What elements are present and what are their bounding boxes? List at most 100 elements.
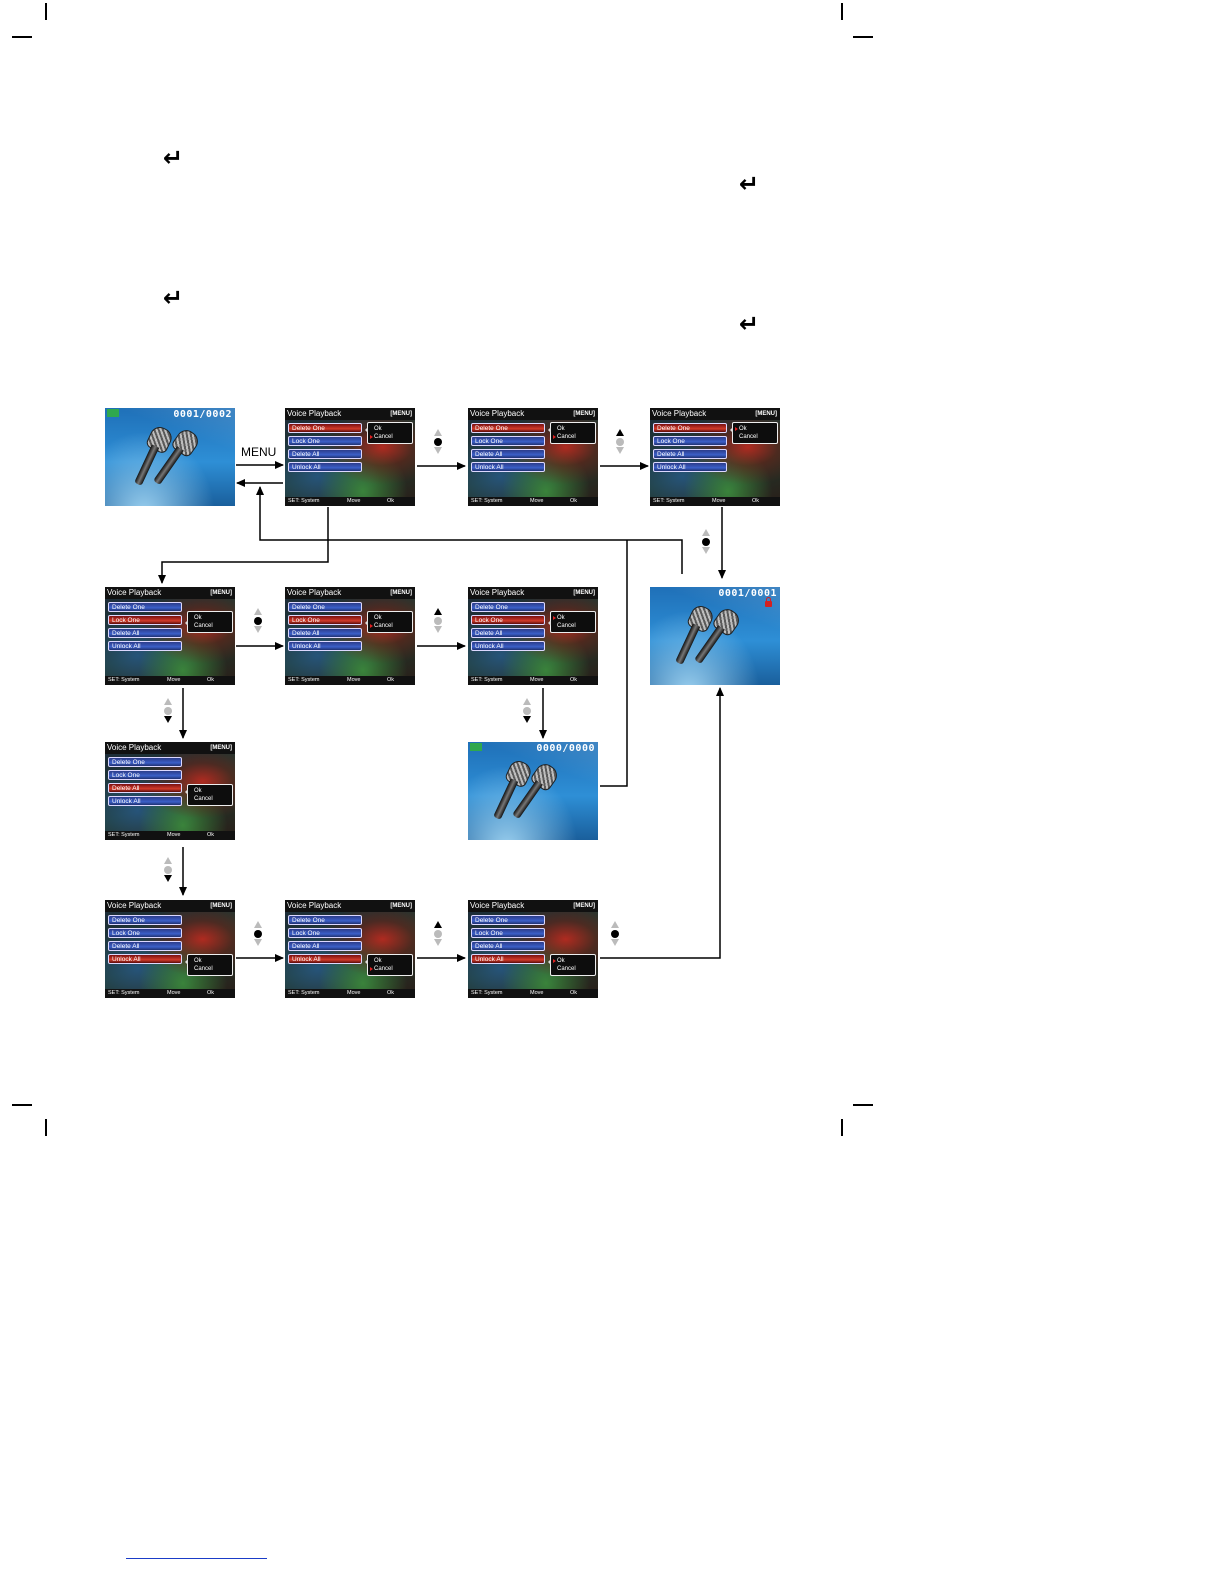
confirm-ok[interactable]: Ok xyxy=(194,615,202,621)
footer-move: Move xyxy=(530,990,544,996)
menu-item-lock-one[interactable]: Lock One xyxy=(288,436,362,446)
footer-ok: Ok xyxy=(387,990,395,996)
crop-mark xyxy=(841,3,843,20)
menu-item-delete-all[interactable]: Delete All xyxy=(108,783,182,793)
menu-item-lock-one[interactable]: Lock One xyxy=(288,615,362,625)
menu-item-delete-all[interactable]: Delete All xyxy=(288,628,362,638)
connector xyxy=(600,540,628,787)
menu-item-unlock-all[interactable]: Unlock All xyxy=(471,641,545,651)
menu-item-delete-all[interactable]: Delete All xyxy=(471,941,545,951)
footer-ok: Ok xyxy=(570,498,578,504)
crop-mark xyxy=(853,36,873,38)
footer-set: SET: System xyxy=(288,498,320,504)
menu-item-delete-one[interactable]: Delete One xyxy=(471,915,545,925)
menu-item-delete-one[interactable]: Delete One xyxy=(288,915,362,925)
confirm-cancel[interactable]: Cancel xyxy=(370,622,412,630)
menu-item-delete-all[interactable]: Delete All xyxy=(108,628,182,638)
menu-item-delete-one[interactable]: Delete One xyxy=(471,423,545,433)
menu-screen-lock-one-cancel-2: Voice Playback[MENU] Delete One Lock One… xyxy=(285,587,415,685)
footer-set: SET: System xyxy=(108,677,140,683)
menu-screen-unlock-all-cancel: Voice Playback[MENU] Delete One Lock One… xyxy=(285,900,415,998)
menu-tag: [MENU] xyxy=(210,590,232,596)
playback-screen-locked: 0001/0001 xyxy=(650,587,780,685)
confirm-cancel[interactable]: Cancel xyxy=(557,623,576,629)
menu-item-delete-one[interactable]: Delete One xyxy=(108,757,182,767)
menu-item-delete-all[interactable]: Delete All xyxy=(471,449,545,459)
confirm-cancel[interactable]: Cancel xyxy=(194,623,213,629)
crop-mark xyxy=(45,3,47,20)
nav-up xyxy=(432,607,444,634)
menu-item-lock-one[interactable]: Lock One xyxy=(471,615,545,625)
footer-set: SET: System xyxy=(471,498,503,504)
menu-item-unlock-all[interactable]: Unlock All xyxy=(108,796,182,806)
confirm-cancel[interactable]: Cancel xyxy=(557,966,576,972)
confirm-cancel[interactable]: Cancel xyxy=(370,433,412,441)
confirm-cancel[interactable]: Cancel xyxy=(194,966,213,972)
menu-tag: [MENU] xyxy=(573,903,595,909)
confirm-cancel[interactable]: Cancel xyxy=(553,433,595,441)
confirm-ok[interactable]: Ok xyxy=(557,426,565,432)
footer-rule xyxy=(126,1558,267,1559)
confirm-ok[interactable]: Ok xyxy=(374,615,382,621)
menu-item-delete-all[interactable]: Delete All xyxy=(288,449,362,459)
menu-item-delete-all[interactable]: Delete All xyxy=(288,941,362,951)
confirm-cancel[interactable]: Cancel xyxy=(370,965,412,973)
confirm-cancel[interactable]: Cancel xyxy=(194,796,213,802)
menu-item-unlock-all[interactable]: Unlock All xyxy=(653,462,727,472)
confirm-ok[interactable]: Ok xyxy=(374,958,382,964)
menu-item-unlock-all[interactable]: Unlock All xyxy=(288,954,362,964)
file-counter: 0001/0002 xyxy=(173,409,232,420)
lock-icon xyxy=(765,597,772,607)
confirm-ok[interactable]: Ok xyxy=(553,957,595,965)
footer-ok: Ok xyxy=(207,832,215,838)
menu-title: Voice Playback xyxy=(287,901,342,910)
menu-item-delete-all[interactable]: Delete All xyxy=(653,449,727,459)
menu-item-unlock-all[interactable]: Unlock All xyxy=(471,462,545,472)
menu-item-delete-one[interactable]: Delete One xyxy=(288,423,362,433)
menu-item-lock-one[interactable]: Lock One xyxy=(108,928,182,938)
menu-item-delete-one[interactable]: Delete One xyxy=(108,915,182,925)
menu-item-delete-all[interactable]: Delete All xyxy=(471,628,545,638)
menu-screen-lock-one-cancel: Voice Playback [MENU] Delete One Lock One… xyxy=(105,587,235,685)
confirm-cancel[interactable]: Cancel xyxy=(739,434,758,440)
menu-title: Voice Playback xyxy=(287,588,342,597)
confirm-ok[interactable]: Ok xyxy=(374,426,382,432)
menu-tag: [MENU] xyxy=(573,411,595,417)
menu-title: Voice Playback xyxy=(107,588,162,597)
confirm-ok[interactable]: Ok xyxy=(194,958,202,964)
menu-item-lock-one[interactable]: Lock One xyxy=(108,770,182,780)
confirm-ok[interactable]: Ok xyxy=(735,425,777,433)
status-tag xyxy=(107,409,119,417)
footer-move: Move xyxy=(167,990,181,996)
menu-item-delete-one[interactable]: Delete One xyxy=(653,423,727,433)
menu-item-delete-all[interactable]: Delete All xyxy=(108,941,182,951)
menu-item-unlock-all[interactable]: Unlock All xyxy=(108,641,182,651)
menu-item-unlock-all[interactable]: Unlock All xyxy=(471,954,545,964)
footer-move: Move xyxy=(530,498,544,504)
nav-up xyxy=(614,428,626,455)
menu-item-lock-one[interactable]: Lock One xyxy=(108,615,182,625)
confirm-ok[interactable]: Ok xyxy=(194,788,202,794)
menu-item-unlock-all[interactable]: Unlock All xyxy=(108,954,182,964)
footer-move: Move xyxy=(347,677,361,683)
menu-item-delete-one[interactable]: Delete One xyxy=(108,602,182,612)
footer-move: Move xyxy=(167,677,181,683)
confirm-ok[interactable]: Ok xyxy=(553,614,595,622)
menu-item-lock-one[interactable]: Lock One xyxy=(288,928,362,938)
menu-screen-unlock-all-ok: Voice Playback[MENU] Delete One Lock One… xyxy=(468,900,598,998)
menu-item-lock-one[interactable]: Lock One xyxy=(471,436,545,446)
menu-item-delete-one[interactable]: Delete One xyxy=(471,602,545,612)
menu-item-delete-one[interactable]: Delete One xyxy=(288,602,362,612)
menu-item-unlock-all[interactable]: Unlock All xyxy=(288,462,362,472)
menu-item-lock-one[interactable]: Lock One xyxy=(653,436,727,446)
menu-item-lock-one[interactable]: Lock One xyxy=(471,928,545,938)
menu-screen-delete-one-cancel: Voice Playback[MENU] Delete One Lock One… xyxy=(285,408,415,506)
menu-item-unlock-all[interactable]: Unlock All xyxy=(288,641,362,651)
menu-title: Voice Playback xyxy=(470,588,525,597)
